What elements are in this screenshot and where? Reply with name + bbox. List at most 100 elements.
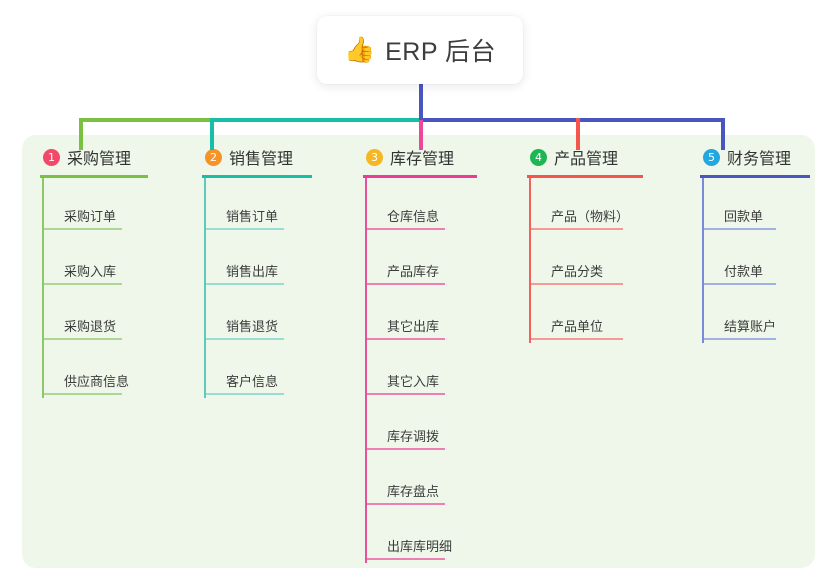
thumbs-up-icon: 👍	[343, 35, 376, 64]
tree-item[interactable]: 库存盘点	[365, 453, 513, 508]
tree-item-rule	[704, 228, 776, 230]
column-header-rule	[40, 175, 148, 178]
tree-item-rule	[531, 283, 623, 285]
column-header-rule	[363, 175, 477, 178]
tree-item[interactable]: 产品分类	[529, 233, 687, 288]
tree-item-label: 仓库信息	[387, 209, 440, 224]
connector-stub-3	[419, 118, 423, 150]
tree-item[interactable]: 其它入库	[365, 343, 513, 398]
tree-item-label: 回款单	[724, 209, 764, 224]
tree-item-rule	[44, 393, 122, 395]
tree-item-label: 销售退货	[226, 319, 279, 334]
tree-item[interactable]: 结算账户	[702, 288, 839, 343]
tree-item[interactable]: 采购退货	[42, 288, 190, 343]
tree-item[interactable]: 采购入库	[42, 233, 190, 288]
tree-item-rule	[367, 503, 445, 505]
tree-item-rule	[206, 393, 284, 395]
tree-item-label: 产品单位	[551, 319, 604, 334]
column-spine	[42, 178, 44, 398]
tree-item-rule	[44, 338, 122, 340]
tree-item[interactable]: 其它出库	[365, 288, 513, 343]
column-header-rule	[527, 175, 643, 178]
tree-item[interactable]: 采购订单	[42, 178, 190, 233]
tree-item-rule	[531, 228, 623, 230]
tree-item-rule	[367, 393, 445, 395]
column-title: 产品管理	[554, 151, 619, 168]
connector-bus-teal	[210, 118, 422, 122]
connector-stub-4	[576, 118, 580, 150]
column-items: 采购订单采购入库采购退货供应商信息	[40, 178, 190, 398]
column-spine	[365, 178, 367, 563]
tree-item[interactable]: 付款单	[702, 233, 839, 288]
tree-item-label: 产品分类	[551, 264, 604, 279]
tree-item-label: 销售订单	[226, 209, 279, 224]
tree-item-rule	[206, 338, 284, 340]
tree-item-label: 付款单	[724, 264, 764, 279]
column-number-badge: 4	[530, 148, 547, 166]
tree-item-label: 出库库明细	[387, 539, 453, 554]
tree-item[interactable]: 销售退货	[204, 288, 352, 343]
tree-item-label: 产品库存	[387, 264, 440, 279]
column-header-rule	[202, 175, 312, 178]
tree-item-label: 其它出库	[387, 319, 440, 334]
column-number-badge: 1	[43, 148, 60, 166]
column-spine	[529, 178, 531, 343]
connector-bus-green	[79, 118, 212, 122]
root-title: ERP 后台	[385, 38, 497, 66]
tree-item-rule	[44, 228, 122, 230]
column-产品管理: 4 产品管理产品（物料） 产品分类产品单位	[527, 146, 687, 343]
tree-item[interactable]: 库存调拨	[365, 398, 513, 453]
tree-item-label: 供应商信息	[64, 374, 130, 389]
tree-item-rule	[367, 228, 445, 230]
tree-item-rule	[704, 283, 776, 285]
column-title: 财务管理	[727, 151, 792, 168]
tree-item-rule	[206, 228, 284, 230]
tree-item-rule	[704, 338, 776, 340]
tree-item[interactable]: 供应商信息	[42, 343, 190, 398]
column-header[interactable]: 4 产品管理	[527, 146, 687, 168]
tree-item-label: 采购订单	[64, 209, 117, 224]
tree-item-rule	[367, 338, 445, 340]
tree-item-label: 客户信息	[226, 374, 279, 389]
column-header[interactable]: 2 销售管理	[202, 146, 352, 168]
column-number-badge: 3	[366, 148, 383, 166]
tree-item[interactable]: 销售订单	[204, 178, 352, 233]
tree-item[interactable]: 回款单	[702, 178, 839, 233]
connector-stub-2	[210, 118, 214, 150]
tree-item[interactable]: 客户信息	[204, 343, 352, 398]
diagram-panel	[22, 135, 815, 568]
column-销售管理: 2 销售管理销售订单销售出库销售退货客户信息	[202, 146, 352, 398]
connector-stub-5	[721, 118, 725, 150]
column-items: 产品（物料） 产品分类产品单位	[527, 178, 687, 343]
tree-item-label: 产品（物料）	[551, 209, 630, 224]
column-spine	[204, 178, 206, 398]
column-header-rule	[700, 175, 810, 178]
tree-item[interactable]: 仓库信息	[365, 178, 513, 233]
connector-stub-1	[79, 118, 83, 150]
tree-item-rule	[367, 283, 445, 285]
tree-item-rule	[44, 283, 122, 285]
column-title: 销售管理	[229, 151, 294, 168]
tree-item-label: 其它入库	[387, 374, 440, 389]
column-items: 销售订单销售出库销售退货客户信息	[202, 178, 352, 398]
column-number-badge: 2	[205, 148, 222, 166]
tree-item-label: 销售出库	[226, 264, 279, 279]
root-node[interactable]: 👍 ERP 后台	[317, 16, 523, 84]
tree-item[interactable]: 产品库存	[365, 233, 513, 288]
root-connector-stem	[419, 84, 423, 120]
tree-item-rule	[367, 558, 445, 560]
tree-item[interactable]: 产品（物料）	[529, 178, 687, 233]
tree-item[interactable]: 出库库明细	[365, 508, 513, 563]
tree-item-label: 采购入库	[64, 264, 117, 279]
tree-item[interactable]: 产品单位	[529, 288, 687, 343]
column-spine	[702, 178, 704, 343]
tree-item-label: 采购退货	[64, 319, 117, 334]
column-items: 仓库信息产品库存其它出库其它入库库存调拨库存盘点出库库明细	[363, 178, 513, 563]
tree-item-rule	[206, 283, 284, 285]
tree-item[interactable]: 销售出库	[204, 233, 352, 288]
